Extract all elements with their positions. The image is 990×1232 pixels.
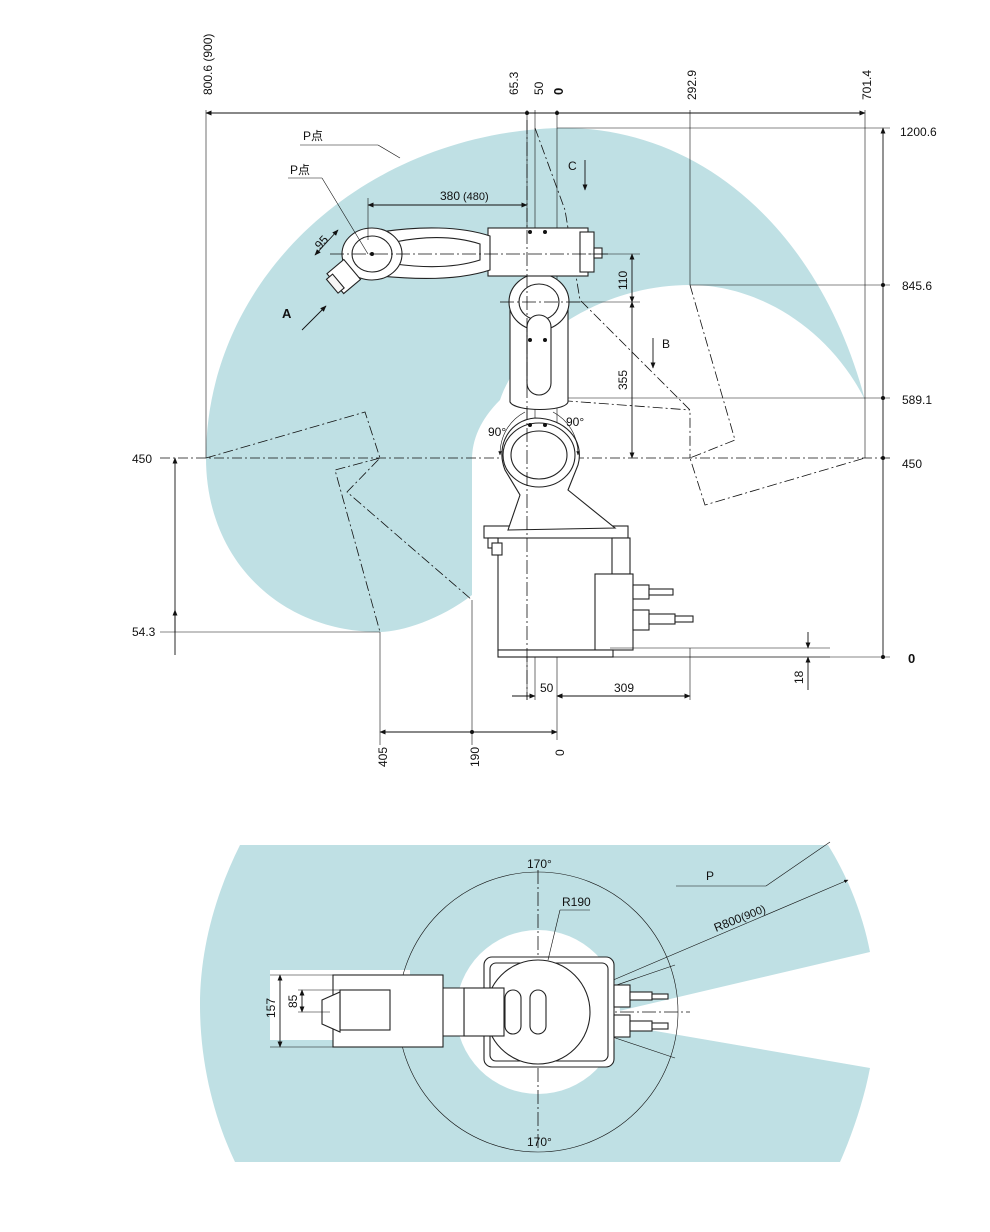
dim-zero-bottom: 0	[553, 749, 567, 756]
dim-800-6: 800.6 (900)	[201, 34, 215, 95]
dim-157: 157	[264, 998, 278, 1018]
dim-405: 405	[376, 747, 390, 767]
dim-50-bottom: 50	[540, 681, 554, 695]
dim-85: 85	[286, 994, 300, 1008]
angle-90-right: 90°	[566, 415, 584, 429]
dim-450-left: 450	[132, 452, 152, 466]
dim-1200-6: 1200.6	[900, 125, 937, 139]
dim-589-1: 589.1	[902, 393, 932, 407]
side-view: 800.6 (900) 65.3 50 0 292.9 701.4 1200.6…	[132, 34, 937, 767]
view-b-label: B	[662, 337, 670, 351]
dim-65-3: 65.3	[507, 71, 521, 95]
p-point-label-1: P点	[303, 129, 323, 143]
dim-18: 18	[792, 670, 806, 684]
dim-zero-right: 0	[908, 651, 915, 666]
dim-190: 190	[468, 747, 482, 767]
robot-side	[325, 227, 830, 658]
dim-380: 380	[440, 189, 460, 203]
view-c-label: C	[568, 159, 577, 173]
dim-292-9: 292.9	[685, 70, 699, 100]
top-p-label: P	[706, 869, 714, 883]
view-a-label: A	[282, 306, 292, 321]
dim-701-4: 701.4	[860, 70, 874, 100]
robot-top	[321, 956, 669, 1068]
r190-label: R190	[562, 895, 591, 909]
dim-845-6: 845.6	[902, 279, 932, 293]
p-point-label-2: P点	[290, 163, 310, 177]
dim-309: 309	[614, 681, 634, 695]
top-view: 170° 170° P R190 R800(900) 157 85	[200, 841, 870, 1162]
dim-110: 110	[616, 271, 630, 290]
angle-90-left: 90°	[488, 425, 506, 439]
dim-480: (480)	[463, 191, 489, 203]
angle-170-bottom: 170°	[527, 1135, 552, 1149]
angle-170-top: 170°	[527, 857, 552, 871]
dim-450-right: 450	[902, 457, 922, 471]
dim-zero-top: 0	[551, 88, 566, 95]
dim-50-top: 50	[532, 81, 546, 95]
dim-355: 355	[616, 370, 630, 390]
dim-54-3: 54.3	[132, 625, 156, 639]
